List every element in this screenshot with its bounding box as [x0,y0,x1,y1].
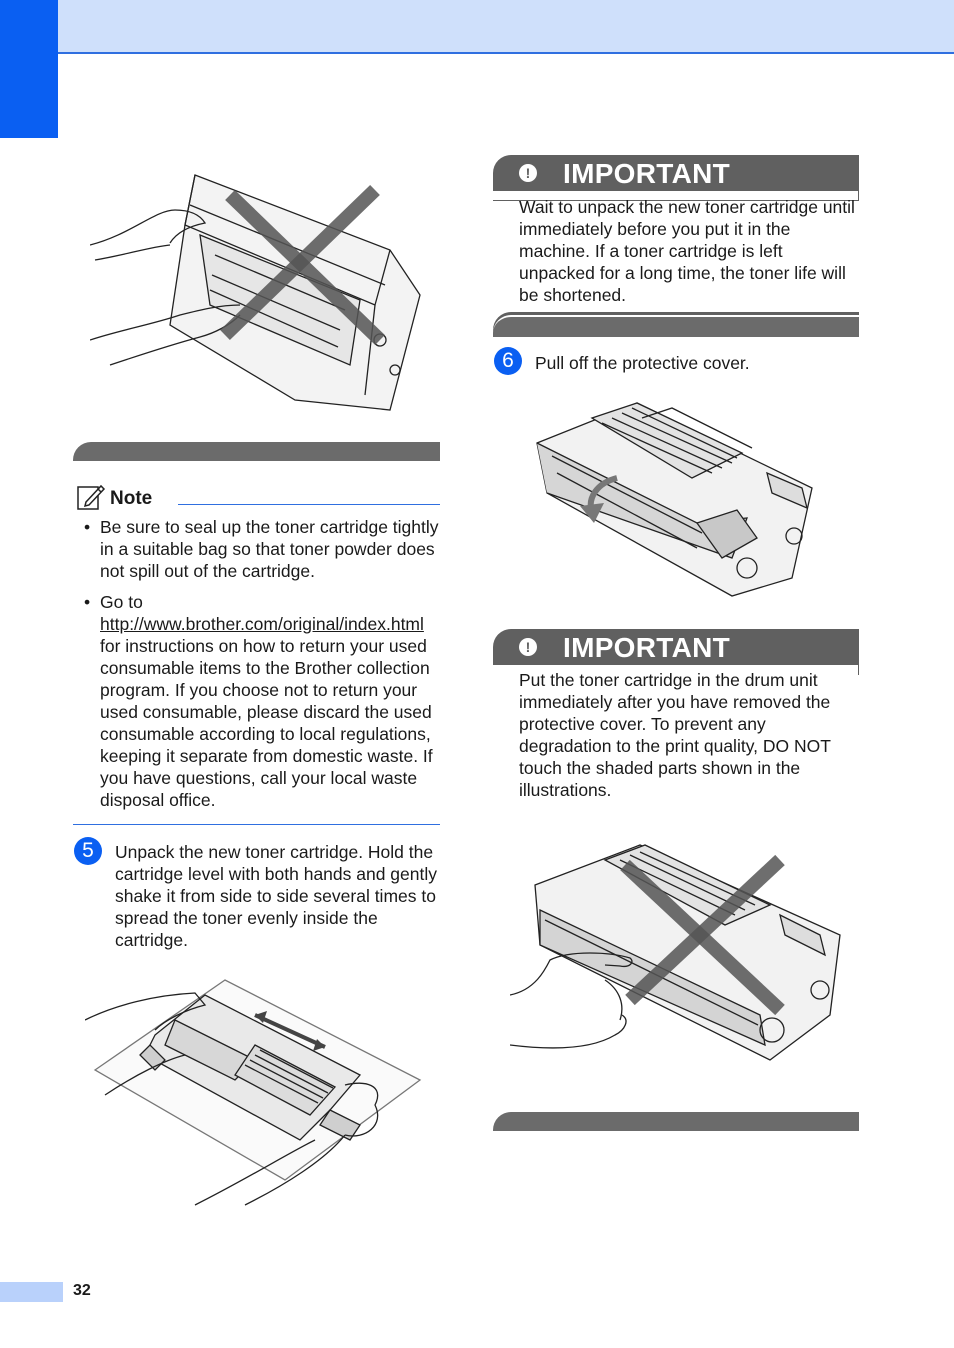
brother-recycle-link[interactable]: http://www.brother.com/original/index.ht… [100,614,424,634]
note-title: Note [110,488,153,509]
note-end-rule [73,824,440,825]
step-5-text: Unpack the new toner cartridge. Hold the… [115,842,438,950]
step-6-text: Pull off the protective cover. [535,353,750,373]
exclamation-icon: ! [519,164,537,182]
important-text-2: Put the toner cartridge in the drum unit… [519,670,831,800]
note-bullet-2: Go to http://www.brother.com/original/in… [74,591,440,811]
page-number: 32 [73,1282,91,1299]
chapter-tab [0,0,58,138]
important-divider-1 [493,200,859,201]
exclamation-icon: ! [519,638,537,656]
note-bullet-1: Be sure to seal up the toner cartridge t… [74,516,440,582]
important-title-1: IMPORTANT [563,158,731,189]
important-title-2: IMPORTANT [563,632,731,663]
step-6-badge: 6 [494,347,522,375]
drum-unit-illustration [90,174,421,411]
important-header-2: ! IMPORTANT [493,629,859,665]
page-number-bar [0,1282,63,1302]
important-text-1: Wait to unpack the new toner cartridge u… [519,197,855,305]
remove-cover-illustration [536,402,813,597]
header-band [0,0,954,54]
shake-cartridge-illustration [85,979,422,1206]
important-header-1: ! IMPORTANT [493,155,859,191]
step-5-badge: 5 [74,837,102,865]
important-end-bar-2 [493,1112,859,1131]
important-end-bar-1 [493,315,859,337]
do-not-touch-illustration [510,844,841,1061]
note-title-rule [178,504,440,505]
section-end-bar [73,442,440,461]
note-list: Be sure to seal up the toner cartridge t… [74,516,440,820]
important-frame-2 [858,665,859,675]
note-pencil-icon [77,484,106,510]
important-frame-1 [858,191,859,201]
